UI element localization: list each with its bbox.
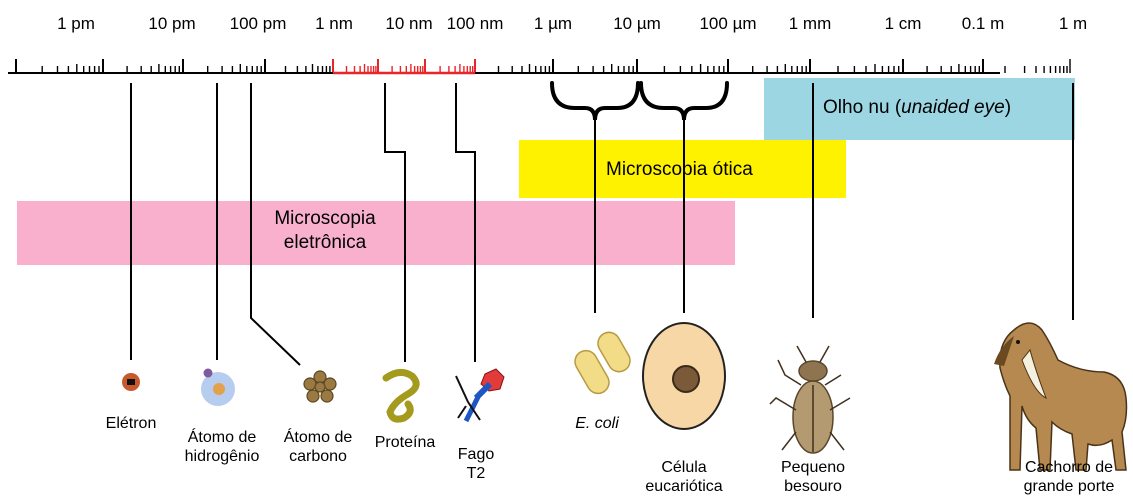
phage-label-line1: Fago (458, 445, 494, 464)
hydrogen-atom-label-line2: hidrogênio (185, 447, 260, 466)
carbon-atom-icon (304, 371, 336, 402)
beetle-label-line2: besouro (781, 477, 845, 496)
carbon-atom-label-line1: Átomo de (284, 428, 352, 447)
scale-label-1cm: 1 cm (885, 14, 922, 34)
cell-icon (643, 323, 725, 429)
carbon-atom-label-line2: carbono (284, 447, 352, 466)
scale-label-10um: 10 µm (613, 14, 661, 34)
dog-icon (994, 323, 1127, 470)
scale-label-1m: 1 m (1059, 14, 1087, 34)
optical-microscopy-label: Microscopia ótica (606, 158, 753, 182)
scale-ticks (16, 59, 1070, 73)
scale-label-1um: 1 µm (534, 14, 572, 34)
beetle-icon (770, 346, 850, 453)
scale-label-1nm: 1 nm (315, 14, 353, 34)
ecoli-brace (552, 83, 638, 120)
scale-label-0-1m: 0.1 m (962, 14, 1005, 34)
cell-brace (641, 83, 727, 120)
scale-label-100pm: 100 pm (230, 14, 287, 34)
electron-microscopy-label: Microscopia eletrônica (250, 207, 400, 255)
electron-icon (122, 373, 140, 391)
dog-label-line2: grande porte (1024, 477, 1115, 496)
scale-label-100nm: 100 nm (447, 14, 504, 34)
ecoli-label: E. coli (575, 414, 619, 433)
cell-label: Célula eucariótica (645, 458, 722, 496)
scale-label-10pm: 10 pm (148, 14, 195, 34)
electron-label: Elétron (106, 414, 157, 433)
scale-label-1mm: 1 mm (789, 14, 832, 34)
phage-label-line2: T2 (458, 464, 494, 483)
scale-label-1pm: 1 pm (57, 14, 95, 34)
beetle-label: Pequeno besouro (781, 458, 845, 496)
unaided-eye-label-suffix: ) (1005, 97, 1011, 118)
unaided-eye-label: Olho nu (unaided eye) (823, 96, 1011, 120)
scale-label-100um: 100 µm (699, 14, 756, 34)
electron-microscopy-label-line2: eletrônica (250, 231, 400, 255)
carbon-atom-label: Átomo de carbono (284, 428, 352, 466)
electron-microscopy-label-line1: Microscopia (250, 207, 400, 231)
hydrogen-atom-label: Átomo de hidrogênio (185, 428, 260, 466)
protein-icon (386, 372, 416, 419)
ecoli-icon (571, 328, 634, 397)
dog-label-line1: Cachorro de (1024, 458, 1115, 477)
beetle-label-line1: Pequeno (781, 458, 845, 477)
phage-label: Fago T2 (458, 445, 494, 483)
phage-icon (456, 369, 504, 421)
unaided-eye-label-prefix: Olho nu ( (823, 97, 901, 118)
hydrogen-atom-icon (201, 369, 235, 407)
scale-label-10nm: 10 nm (385, 14, 432, 34)
unaided-eye-label-italic: unaided eye (901, 97, 1005, 118)
cell-label-line2: eucariótica (645, 477, 722, 496)
phage-connector (456, 83, 475, 362)
protein-label: Proteína (375, 433, 435, 452)
dog-label: Cachorro de grande porte (1024, 458, 1115, 496)
cell-label-line1: Célula (645, 458, 722, 477)
hydrogen-atom-label-line1: Átomo de (185, 428, 260, 447)
